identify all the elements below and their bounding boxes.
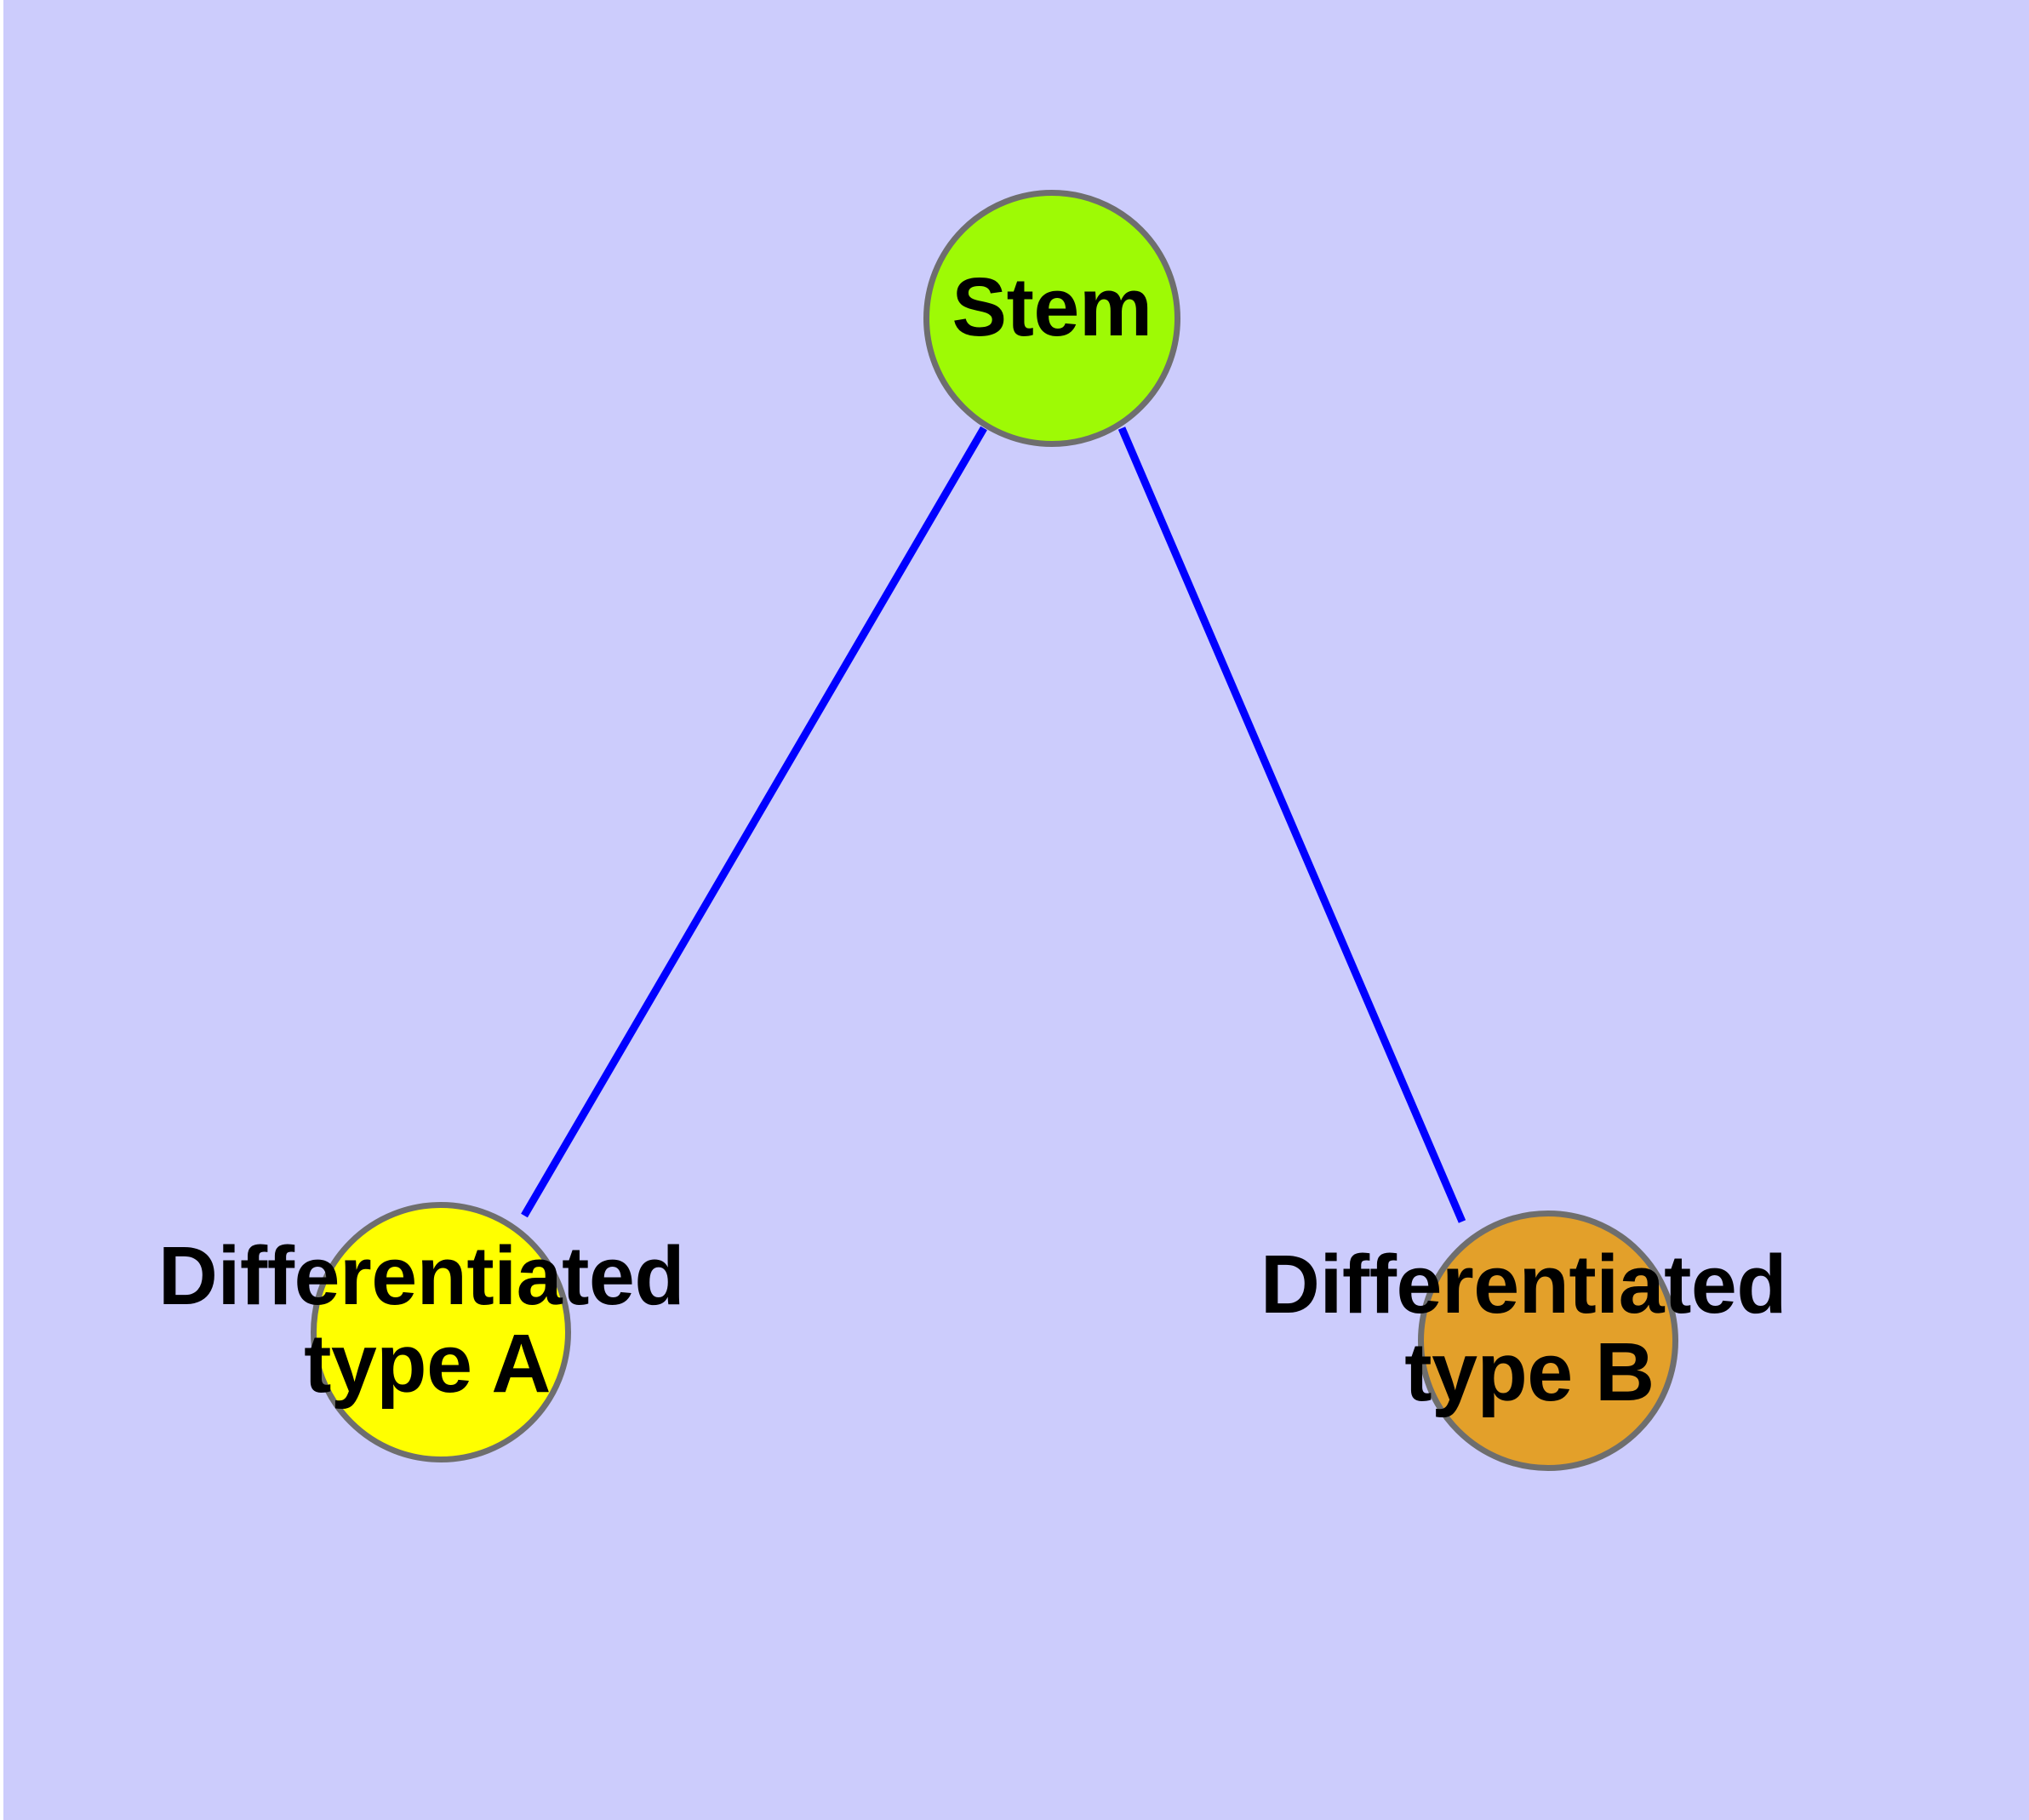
node-stem[interactable] [923,190,1180,447]
node-differentiated-type-a[interactable] [311,1202,571,1462]
edge-stem-to-differentiated-type-b [1117,426,1466,1223]
edge-stem-to-differentiated-type-a [521,426,987,1218]
node-differentiated-type-b[interactable] [1418,1210,1678,1471]
canvas-left-edge-strip [0,0,3,1820]
